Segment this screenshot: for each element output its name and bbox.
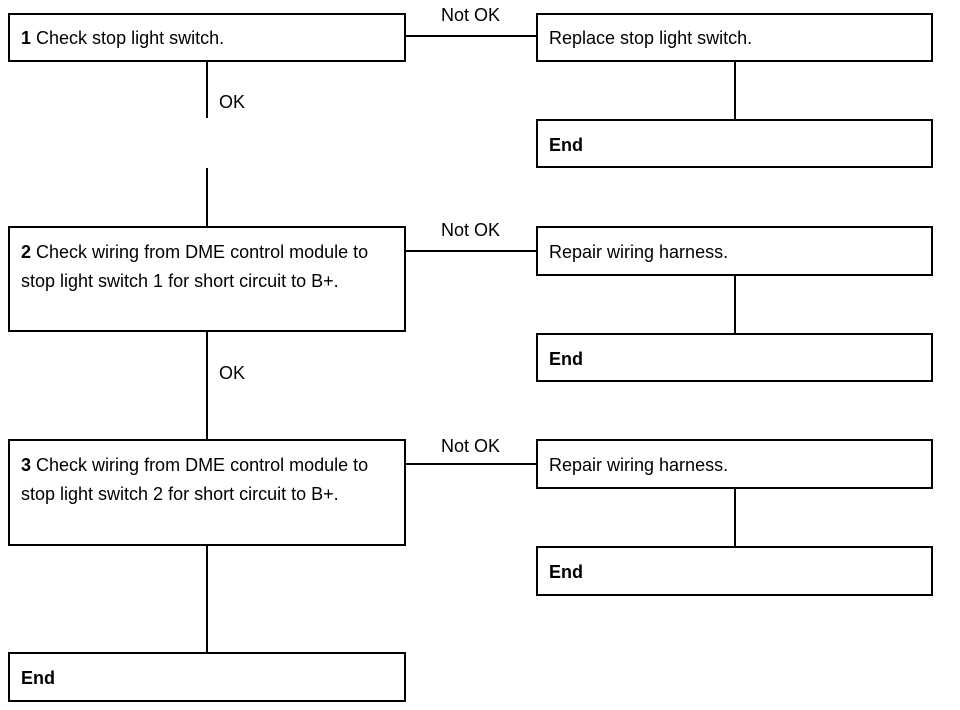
step-3-fail-end-box: End <box>536 546 933 596</box>
step-2-ok-connector <box>206 332 208 439</box>
step-3-not-ok-label: Not OK <box>441 436 501 456</box>
step-1-fail-action-box: Replace stop light switch. <box>536 13 933 62</box>
step-3-fail-end-text: End <box>549 562 583 582</box>
step-2-not-ok-connector <box>406 250 537 252</box>
step-3-number: 3 <box>21 455 32 475</box>
step-3-box: 3 Check wiring from DME control module t… <box>8 439 406 546</box>
step-1-ok-connector-bottom <box>206 168 208 226</box>
step-1-text: Check stop light switch. <box>36 28 225 48</box>
step-2-fail-action-text: Repair wiring harness. <box>549 242 729 262</box>
step-1-fail-end-box: End <box>536 119 933 168</box>
step-1-fail-action-text: Replace stop light switch. <box>549 28 753 48</box>
step-2-fail-end-box: End <box>536 333 933 382</box>
step-1-ok-connector-top <box>206 62 208 118</box>
step-3-ok-connector <box>206 546 208 652</box>
step-2-number: 2 <box>21 242 32 262</box>
step-2-fail-connector <box>734 276 736 333</box>
step-2-fail-end-text: End <box>549 349 583 369</box>
step-3-text: Check wiring from DME control module to … <box>21 455 369 504</box>
step-1-box: 1 Check stop light switch. <box>8 13 406 62</box>
step-2-not-ok-label: Not OK <box>441 220 501 240</box>
step-1-not-ok-label: Not OK <box>441 5 501 25</box>
step-1-not-ok-connector <box>406 35 537 37</box>
final-end-box: End <box>8 652 406 702</box>
step-3-fail-action-text: Repair wiring harness. <box>549 455 729 475</box>
step-2-box: 2 Check wiring from DME control module t… <box>8 226 406 332</box>
step-3-not-ok-connector <box>406 463 537 465</box>
step-2-fail-action-box: Repair wiring harness. <box>536 226 933 276</box>
step-3-fail-connector <box>734 489 736 546</box>
final-end-text: End <box>21 668 55 688</box>
step-1-ok-label: OK <box>219 92 246 112</box>
step-1-fail-connector <box>734 62 736 119</box>
step-3-fail-action-box: Repair wiring harness. <box>536 439 933 489</box>
step-2-text: Check wiring from DME control module to … <box>21 242 369 291</box>
step-1-fail-end-text: End <box>549 135 583 155</box>
step-1-number: 1 <box>21 28 32 48</box>
step-2-ok-label: OK <box>219 362 246 384</box>
